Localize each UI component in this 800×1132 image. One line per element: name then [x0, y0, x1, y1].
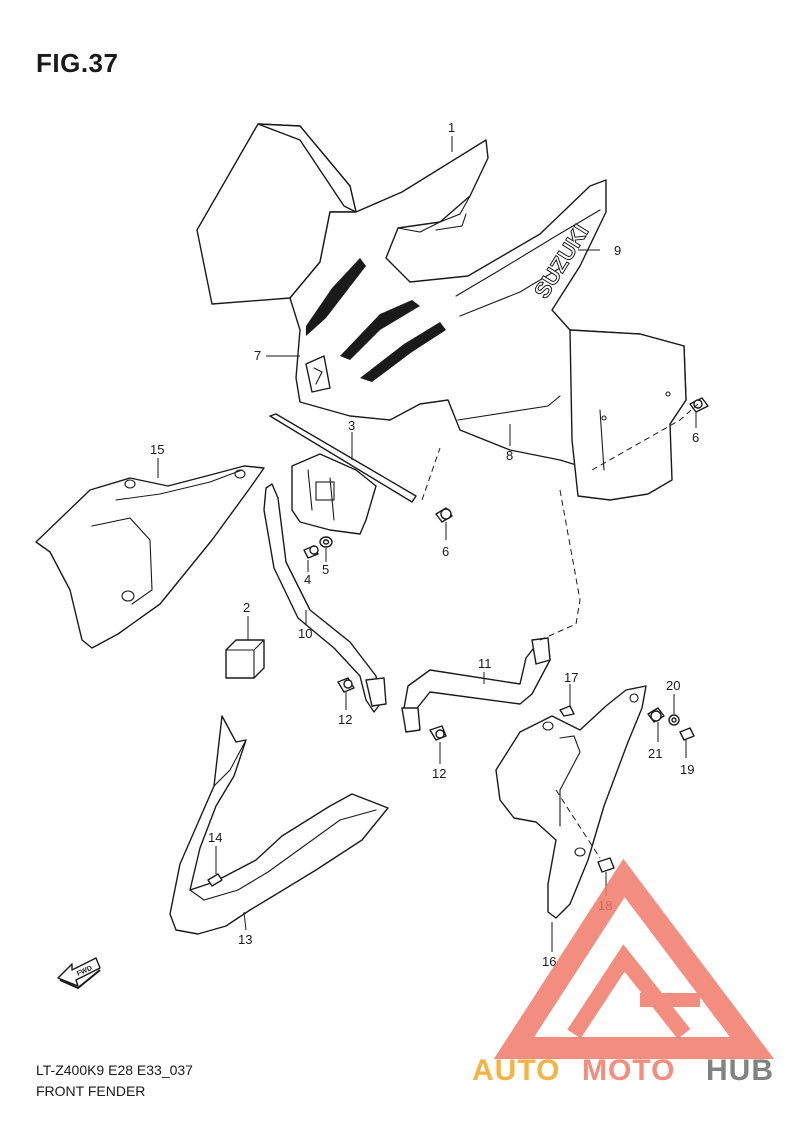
bracket-part-3[interactable]	[269, 413, 417, 535]
callout-12a: 12	[338, 712, 352, 727]
watermark-moto: MOTO	[582, 1054, 675, 1087]
bolt-part-12-left[interactable]	[337, 677, 355, 693]
callout-7: 7	[254, 348, 261, 363]
grommet-part-21[interactable]	[647, 707, 665, 723]
callout-12b: 12	[432, 766, 446, 781]
callout-15: 15	[150, 442, 164, 457]
figure-title: FIG.37	[36, 48, 119, 78]
callout-20: 20	[666, 678, 680, 693]
callout-1: 1	[448, 120, 455, 135]
front-fender-part-1[interactable]: SUZUKI	[196, 123, 687, 501]
screw-part-14[interactable]	[207, 873, 223, 887]
callout-19: 19	[680, 762, 694, 777]
stay-part-10[interactable]	[263, 483, 387, 713]
lower-guard-part-13[interactable]	[169, 715, 389, 935]
leader-lines	[157, 136, 697, 952]
section-name: FRONT FENDER	[36, 1083, 146, 1099]
callout-21: 21	[648, 746, 662, 761]
callout-8: 8	[506, 448, 513, 463]
automotohub-watermark: AUTO MOTO HUB	[472, 858, 775, 1087]
collar-part-5[interactable]	[319, 536, 333, 548]
model-code: LT-Z400K9 E28 E33_037	[36, 1062, 193, 1078]
stay-part-11[interactable]	[401, 637, 551, 733]
callout-2: 2	[243, 600, 250, 615]
bolt-part-6-upper[interactable]	[689, 397, 709, 413]
watermark-auto: AUTO	[472, 1054, 560, 1087]
screw-part-17[interactable]	[559, 705, 575, 717]
callout-16: 16	[542, 954, 556, 969]
callout-14: 14	[208, 830, 222, 845]
callout-6b: 6	[442, 544, 449, 559]
callout-5: 5	[322, 562, 329, 577]
callout-4: 4	[304, 572, 311, 587]
washer-part-20[interactable]	[668, 714, 680, 726]
callout-3: 3	[348, 418, 355, 433]
cushion-part-2[interactable]	[225, 639, 265, 679]
callout-17: 17	[564, 670, 578, 685]
bolt-part-4[interactable]	[303, 545, 319, 559]
callout-10: 10	[298, 626, 312, 641]
callout-9: 9	[614, 243, 621, 258]
side-panel-part-16[interactable]	[495, 685, 647, 919]
bolt-part-12-right[interactable]	[429, 725, 447, 741]
callout-6a: 6	[692, 430, 699, 445]
callout-11: 11	[478, 656, 492, 671]
bolt-part-6-lower[interactable]	[435, 507, 453, 523]
callout-13: 13	[238, 932, 252, 947]
fwd-arrow-icon: FWD	[57, 957, 101, 990]
screw-part-18[interactable]	[597, 857, 615, 873]
bolt-part-19[interactable]	[679, 727, 695, 741]
assembly-lines	[421, 403, 699, 859]
watermark-hub: HUB	[706, 1054, 774, 1087]
side-panel-part-15[interactable]	[35, 465, 265, 649]
